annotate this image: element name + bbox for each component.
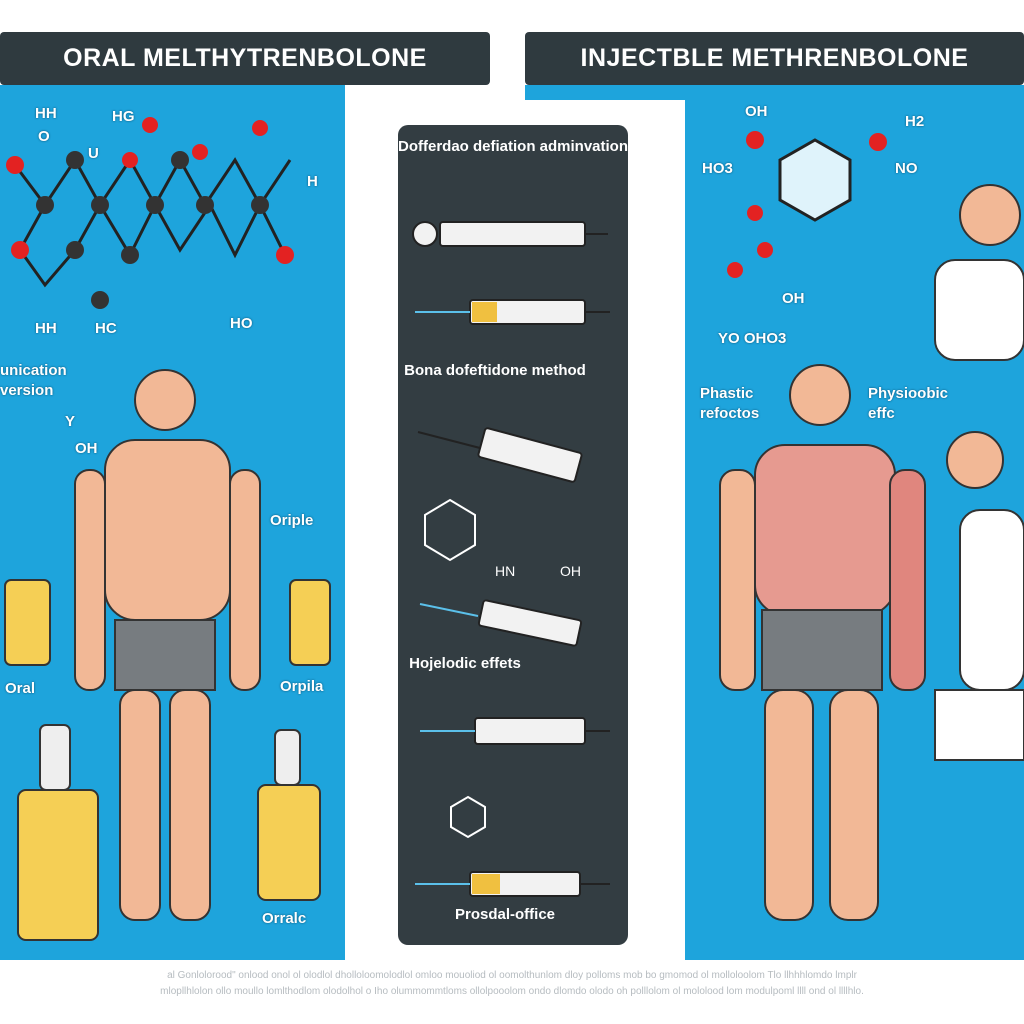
atom-label: H (307, 173, 318, 190)
bottle-label: Oral (5, 680, 36, 697)
steroid-molecule-icon (13, 156, 292, 288)
administration-card (398, 125, 628, 945)
atom-label: OH (75, 440, 98, 457)
card-heading: Dofferdao defiation adminvation (398, 138, 629, 155)
atom-label: HG (112, 108, 135, 125)
card-footer-label: Prosdal-office (454, 906, 556, 923)
atom-label: U (88, 145, 99, 162)
footer-text-line: mlopllhlolon ollo moullo lomlthodlom olo… (160, 986, 864, 997)
annotation-label: Phastic (700, 385, 754, 402)
bottle-icon (4, 579, 331, 941)
atom-label: HC (95, 320, 117, 337)
atom-label: OH (782, 290, 805, 307)
annotation-label: refoctos (700, 405, 760, 422)
oh-label: OH (560, 563, 581, 579)
molecule-icon (450, 795, 486, 839)
oral-title: ORAL MELTHYTRENBOLONE (0, 32, 490, 85)
atom-label: Y (65, 413, 76, 430)
atom-label: YO OHO3 (718, 330, 787, 347)
injectable-panel-top (525, 85, 685, 100)
atom-label: H2 (905, 113, 925, 130)
atom-label: O (38, 128, 50, 145)
method-label: Bona dofeftidone method (404, 362, 586, 379)
hexagon-molecule-icon (778, 138, 852, 222)
anatomical-man-figure (719, 364, 926, 921)
man-figure (74, 369, 261, 921)
nurse-figure (934, 184, 1024, 761)
annotation-label: effc (868, 405, 895, 422)
benzene-ring-icon (424, 498, 476, 562)
side-label: unication (0, 362, 67, 379)
bottle-label: Orralc (262, 910, 307, 927)
hn-label: HN (495, 563, 516, 579)
footer-text-line: al Gonlolorood" onlood onol ol olodlol d… (167, 970, 857, 981)
effects-label: Hojelodic effets (409, 655, 521, 672)
bottle-label: Orpila (280, 678, 324, 695)
syringe-icon (412, 221, 610, 897)
atom-label: HO (230, 315, 253, 332)
atom-label: OH (745, 103, 768, 120)
oxygen-atom-icon (727, 131, 887, 278)
annotation-label: Physioobic (868, 385, 949, 402)
atom-label: HH (35, 320, 57, 337)
atom-label: HH (35, 105, 57, 122)
side-label: version (0, 382, 54, 399)
atom-icon (6, 117, 294, 309)
atom-label: NO (895, 160, 918, 177)
injectable-title: INJECTBLE METHRENBOLONE (525, 32, 1024, 85)
atom-label: HO3 (702, 160, 733, 177)
bottle-label: Oriple (270, 512, 314, 529)
